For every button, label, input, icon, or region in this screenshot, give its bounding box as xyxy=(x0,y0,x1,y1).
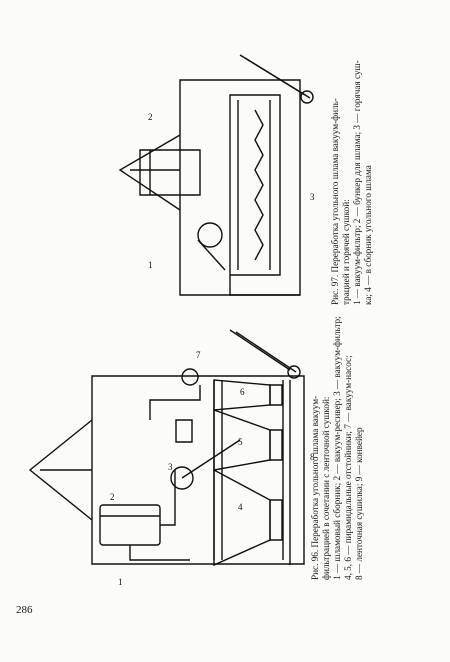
caption-96-line-1: Рис. 96. Переработка угольного шлама вак… xyxy=(310,395,320,580)
label-3: 3 xyxy=(310,192,315,202)
caption-96: Рис. 96. Переработка угольного шлама вак… xyxy=(310,316,365,580)
figure-96-numbers: 1 2 3 4 5 6 7 8 xyxy=(110,350,315,587)
caption-97-line-3: 1 — вакуум-фильтр; 2 — бункер для шлама;… xyxy=(352,60,362,305)
caption-97-line-2: трацией и горячей сушкой: xyxy=(341,199,351,305)
label-6: 6 xyxy=(240,387,245,397)
caption-97-line-4: ка; 4 — в сборник угольного шлама xyxy=(363,165,373,305)
caption-96-line-5: 8 — ленточная сушилка; 9 — конвейер xyxy=(354,427,364,580)
label-4: 4 xyxy=(238,502,243,512)
label-2: 2 xyxy=(110,492,115,502)
caption-97: Рис. 97. Переработка угольного шлама вак… xyxy=(330,60,374,305)
label-5: 5 xyxy=(238,437,243,447)
label-2: 2 xyxy=(148,112,153,122)
figure-97-numbers: 1 2 3 xyxy=(148,112,315,270)
caption-96-line-2: фильтрацией в сочетании с ленточной сушк… xyxy=(321,396,331,580)
label-1: 1 xyxy=(148,260,153,270)
label-8: 8 xyxy=(310,452,315,462)
label-7: 7 xyxy=(196,350,201,360)
caption-96-line-4: 4, 5, 6 — пирамидальные отстойники; 7 — … xyxy=(343,355,353,580)
caption-96-line-3: 1 — шламовый сборник; 2 — вакуум-ресивер… xyxy=(332,316,342,580)
label-1: 1 xyxy=(118,577,123,587)
page-number: 286 xyxy=(16,604,33,616)
caption-97-line-1: Рис. 97. Переработка угольного шлама вак… xyxy=(330,98,340,305)
label-3: 3 xyxy=(168,462,173,472)
